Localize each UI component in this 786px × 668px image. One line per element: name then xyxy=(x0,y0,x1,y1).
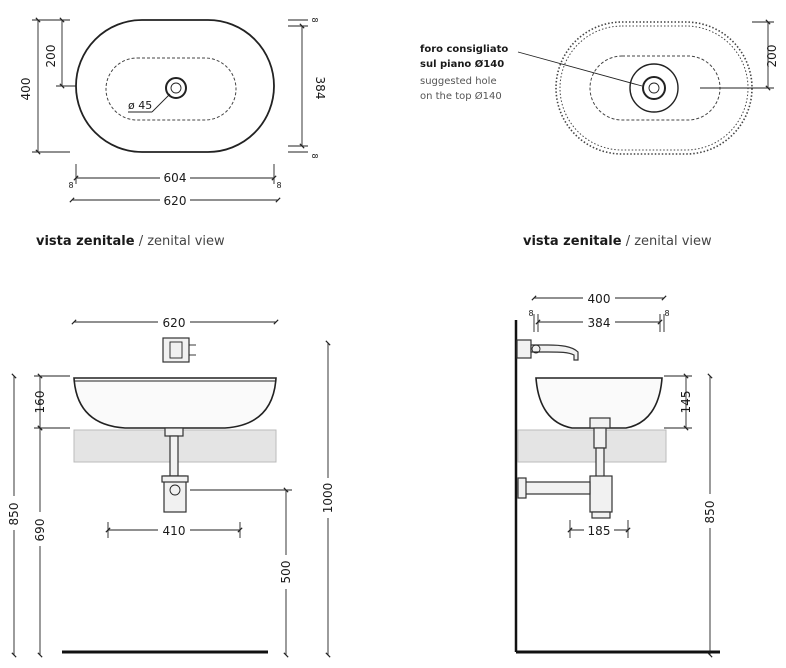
drain-hole-inner xyxy=(170,82,182,94)
dim-200-right: 200 xyxy=(765,45,779,68)
drain-flange-front xyxy=(164,427,184,437)
dim-label-bg xyxy=(6,496,22,530)
dim-label-bg xyxy=(32,512,48,546)
dim-410: 410 xyxy=(163,524,186,538)
note-it-line2: sul piano Ø140 xyxy=(420,58,504,70)
tap-base-side xyxy=(516,339,532,359)
dim-rim-left-side: 8 xyxy=(528,309,533,318)
basin-inner-dashed xyxy=(105,57,237,121)
drain-ring xyxy=(642,76,666,100)
front-view: 620 410 850 160 xyxy=(6,315,336,658)
drain-leader xyxy=(151,93,171,113)
dim-rim-right: 8 xyxy=(276,181,281,190)
dim-850-front: 850 xyxy=(7,503,21,526)
dim-384: 384 xyxy=(313,77,327,100)
drain-hole xyxy=(165,77,187,99)
dim-384-side: 384 xyxy=(588,316,611,330)
drain-pipe-front xyxy=(169,435,179,477)
caption-top-left-sep: / xyxy=(138,234,144,249)
trap-top-front xyxy=(161,475,189,483)
note-en-line2: on the top Ø140 xyxy=(420,90,502,102)
dim-label-bg xyxy=(583,315,615,329)
caption-top-right-it: vista zenitale xyxy=(523,234,622,249)
dim-145: 145 xyxy=(679,391,693,414)
top-view-right: foro consigliato sul piano Ø140 suggeste… xyxy=(420,19,779,155)
trap-body-side xyxy=(589,475,613,513)
dim-850-side: 850 xyxy=(703,501,717,524)
dim-rim-bottom: 8 xyxy=(310,153,319,158)
wall-flange-side xyxy=(517,477,527,499)
basin-outline-dotted xyxy=(555,21,753,155)
caption-top-right: vista zenitale / zenital view xyxy=(523,234,712,249)
dim-620-top: 620 xyxy=(164,194,187,208)
dim-label-bg xyxy=(278,555,294,589)
countertop-side xyxy=(517,429,667,463)
dim-rim-top: 8 xyxy=(310,17,319,22)
trap-outlet-side xyxy=(517,481,591,495)
note-en-line1: suggested hole xyxy=(420,76,497,87)
dim-200: 200 xyxy=(44,45,58,68)
dim-label-bg xyxy=(158,523,190,537)
caption-top-right-sep: / xyxy=(625,234,631,249)
drain-pipe-side xyxy=(593,427,607,449)
dim-rim-left: 8 xyxy=(68,181,73,190)
caption-top-left-en: zenital view xyxy=(147,234,225,249)
dim-160: 160 xyxy=(33,391,47,414)
dim-500: 500 xyxy=(279,561,293,584)
drain-center xyxy=(648,82,660,94)
dim-185: 185 xyxy=(588,524,611,538)
basin-outline-top xyxy=(75,19,275,153)
dim-label-bg xyxy=(160,193,190,207)
caption-top-left: vista zenitale / zenital view xyxy=(36,234,225,249)
caption-top-right-en: zenital view xyxy=(634,234,712,249)
dim-label-bg xyxy=(320,478,336,518)
dim-rim-right-side: 8 xyxy=(664,309,669,318)
dim-620-front: 620 xyxy=(163,316,186,330)
caption-top-left-it: vista zenitale xyxy=(36,234,135,249)
suggested-hole xyxy=(629,63,679,113)
dim-label-bg xyxy=(584,523,614,537)
drain-dim: ø 45 xyxy=(128,99,152,112)
tap-front-detail xyxy=(169,341,183,359)
tap-handle-side xyxy=(531,344,541,354)
top-view-left: ø 45 400 200 384 8 8 604 8 8 620 xyxy=(19,17,327,208)
dim-690: 690 xyxy=(33,519,47,542)
basin-front xyxy=(73,377,277,429)
dim-label-bg xyxy=(158,315,190,329)
tap-spout-side xyxy=(530,344,579,361)
dim-label-bg xyxy=(702,494,718,528)
note-leader xyxy=(517,51,643,87)
dim-1000: 1000 xyxy=(321,483,335,514)
drain-flange-side xyxy=(589,417,611,429)
trap-cap-side xyxy=(591,511,611,519)
note-it-line1: foro consigliato xyxy=(420,44,508,55)
trap-outlet-front xyxy=(169,484,181,496)
dim-400: 400 xyxy=(19,78,33,101)
side-view: 400 384 8 8 185 xyxy=(514,291,720,658)
dim-label-bg xyxy=(160,170,190,184)
dim-400-side: 400 xyxy=(588,292,611,306)
dim-label-bg xyxy=(583,291,615,305)
basin-side xyxy=(535,377,663,429)
dim-604: 604 xyxy=(164,171,187,185)
